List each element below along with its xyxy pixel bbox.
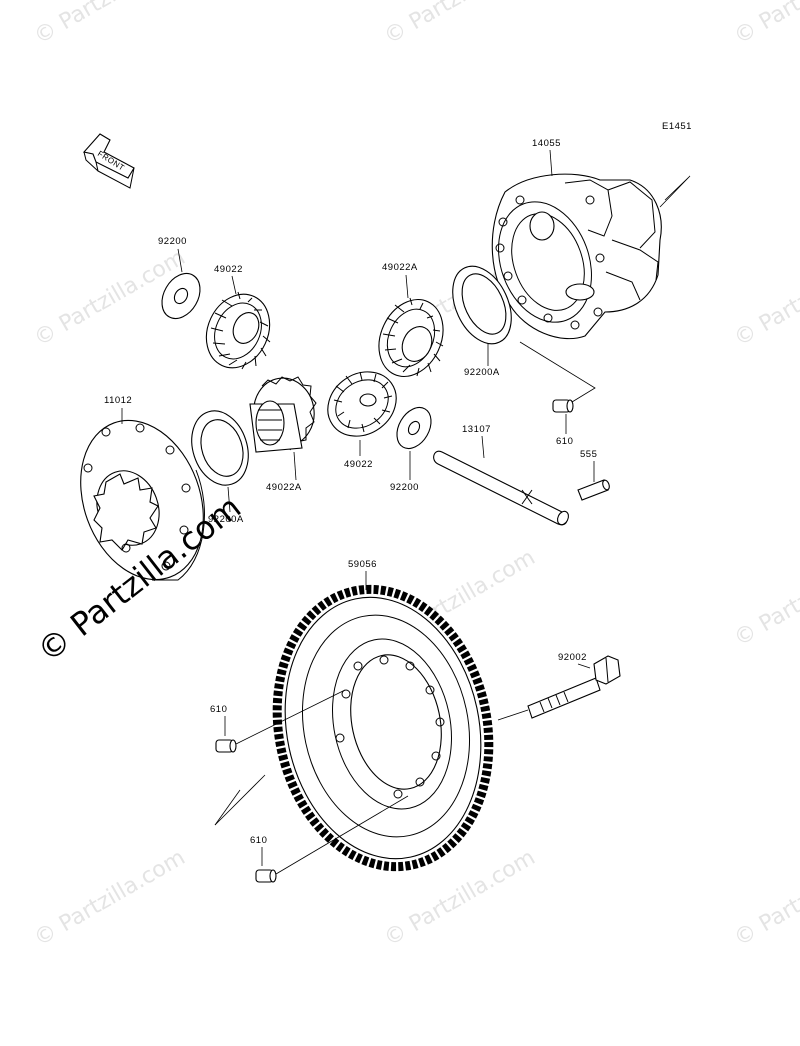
pin-610-case bbox=[552, 399, 574, 413]
part-label-92200-center: 92200 bbox=[390, 482, 419, 493]
bevel-gear-49022A-center bbox=[249, 376, 317, 453]
pin-610-ring-upper bbox=[215, 739, 237, 753]
diagram-code: E1451 bbox=[662, 121, 692, 132]
ring-gear-59056 bbox=[272, 584, 494, 872]
part-label-49022A-upper: 49022A bbox=[382, 262, 418, 273]
part-label-92200-left: 92200 bbox=[158, 236, 187, 247]
pin-555 bbox=[577, 479, 610, 501]
bevel-gear-49022A-upper bbox=[378, 297, 444, 377]
part-label-49022A-center: 49022A bbox=[266, 482, 302, 493]
flange-11012 bbox=[80, 419, 205, 581]
part-label-610-ring-upper: 610 bbox=[210, 704, 227, 715]
part-label-92200A-case: 92200A bbox=[464, 367, 500, 378]
part-label-49022-lower: 49022 bbox=[344, 459, 373, 470]
part-label-13107: 13107 bbox=[462, 424, 491, 435]
part-label-59056: 59056 bbox=[348, 559, 377, 570]
assembly-lines bbox=[214, 175, 691, 826]
washer-92200A-case bbox=[452, 265, 512, 345]
part-label-610-case: 610 bbox=[556, 436, 573, 447]
bevel-gear-49022-lower bbox=[327, 371, 397, 437]
part-label-610-ring-lower: 610 bbox=[250, 835, 267, 846]
shaft-13107 bbox=[433, 450, 569, 526]
part-label-555: 555 bbox=[580, 449, 597, 460]
part-label-92200A-flange: 92200A bbox=[208, 514, 244, 525]
washer-92200A-flange bbox=[191, 410, 249, 486]
washer-92200-center bbox=[396, 406, 432, 450]
part-label-11012: 11012 bbox=[104, 395, 132, 406]
bevel-gear-49022-left bbox=[205, 291, 271, 370]
part-label-92002: 92002 bbox=[558, 652, 587, 663]
bolt-92002 bbox=[527, 655, 621, 719]
washer-92200-left bbox=[161, 272, 201, 320]
pin-610-ring-lower bbox=[255, 869, 277, 883]
part-label-14055: 14055 bbox=[532, 138, 561, 149]
part-label-49022-left: 49022 bbox=[214, 264, 243, 275]
front-arrow-icon: FRONT bbox=[82, 133, 135, 189]
differential-case bbox=[491, 173, 662, 340]
